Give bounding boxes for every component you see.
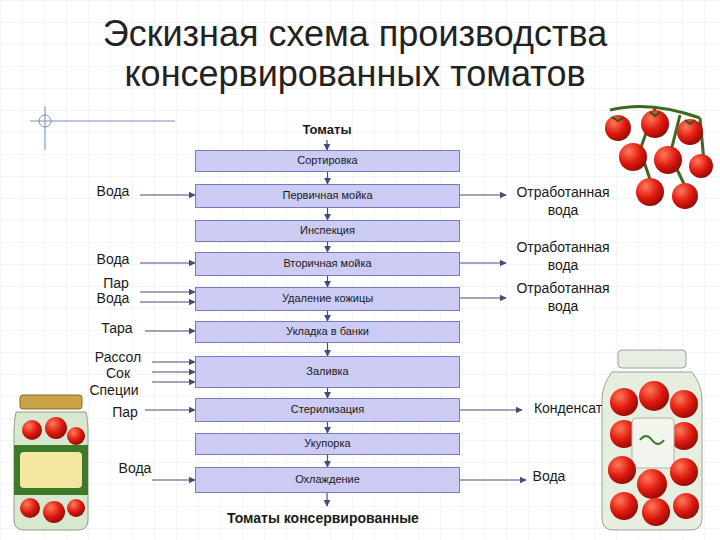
flow-arrow bbox=[327, 172, 328, 184]
process-box: Охлаждение bbox=[195, 467, 460, 493]
box-text: Заливка bbox=[300, 363, 354, 380]
jar-large bbox=[602, 350, 702, 530]
flow-label: Отработанная вода bbox=[507, 183, 619, 219]
process-box: Инспекция bbox=[195, 220, 460, 242]
crosshair bbox=[30, 106, 175, 150]
flow-label: Отработанная вода bbox=[507, 279, 619, 315]
flow-arrow bbox=[327, 455, 328, 467]
flow-label: Пар bbox=[103, 274, 129, 292]
flow-label: Вода bbox=[97, 182, 130, 200]
jar-small bbox=[14, 395, 88, 530]
flow-arrow bbox=[327, 311, 328, 321]
box-text: Укладка в банки bbox=[280, 323, 375, 340]
process-box: Вторичная мойка bbox=[195, 252, 460, 276]
flow-label: Вода bbox=[97, 289, 130, 307]
flow-label: Рассол bbox=[95, 348, 141, 366]
flow-label: Сок bbox=[106, 364, 130, 382]
flow-arrow bbox=[327, 242, 328, 252]
flow-label: Тара bbox=[101, 319, 132, 337]
process-box: Первичная мойка bbox=[195, 184, 460, 208]
box-text: Инспекция bbox=[294, 222, 361, 239]
flow-label: Отработанная вода bbox=[507, 238, 619, 274]
product-label: Томаты консервированные bbox=[227, 509, 419, 527]
box-text: Сортировка bbox=[291, 152, 363, 169]
flow-label: Конденсат bbox=[534, 399, 602, 417]
flow-label: Специи bbox=[89, 381, 138, 399]
product-label: Томаты bbox=[302, 121, 351, 139]
box-text: Охлаждение bbox=[289, 471, 366, 488]
flow-arrow bbox=[327, 208, 328, 220]
flow-arrow bbox=[327, 422, 328, 433]
box-text: Удаление кожицы bbox=[276, 290, 379, 307]
flow-arrow bbox=[327, 276, 328, 287]
diagram-title: Эскизная схема производства консервирова… bbox=[55, 14, 655, 94]
flow-label: Вода bbox=[533, 467, 566, 485]
process-box: Стерилизация bbox=[195, 398, 460, 422]
process-box: Сортировка bbox=[195, 150, 460, 172]
flow-arrow bbox=[327, 343, 328, 356]
flow-arrow bbox=[327, 388, 328, 398]
process-box: Удаление кожицы bbox=[195, 287, 460, 311]
flow-label: Вода bbox=[97, 250, 130, 268]
tomato-vine bbox=[605, 106, 713, 209]
process-box: Укупорка bbox=[195, 433, 460, 455]
box-text: Первичная мойка bbox=[276, 187, 378, 204]
process-box: Укладка в банки bbox=[195, 321, 460, 343]
box-text: Укупорка bbox=[298, 435, 356, 452]
flow-label: Вода bbox=[119, 459, 152, 477]
flow-label: Пар bbox=[112, 403, 138, 421]
box-text: Вторичная мойка bbox=[277, 255, 377, 272]
process-box: Заливка bbox=[195, 356, 460, 388]
flow-arrows bbox=[140, 140, 526, 506]
box-text: Стерилизация bbox=[285, 401, 370, 418]
